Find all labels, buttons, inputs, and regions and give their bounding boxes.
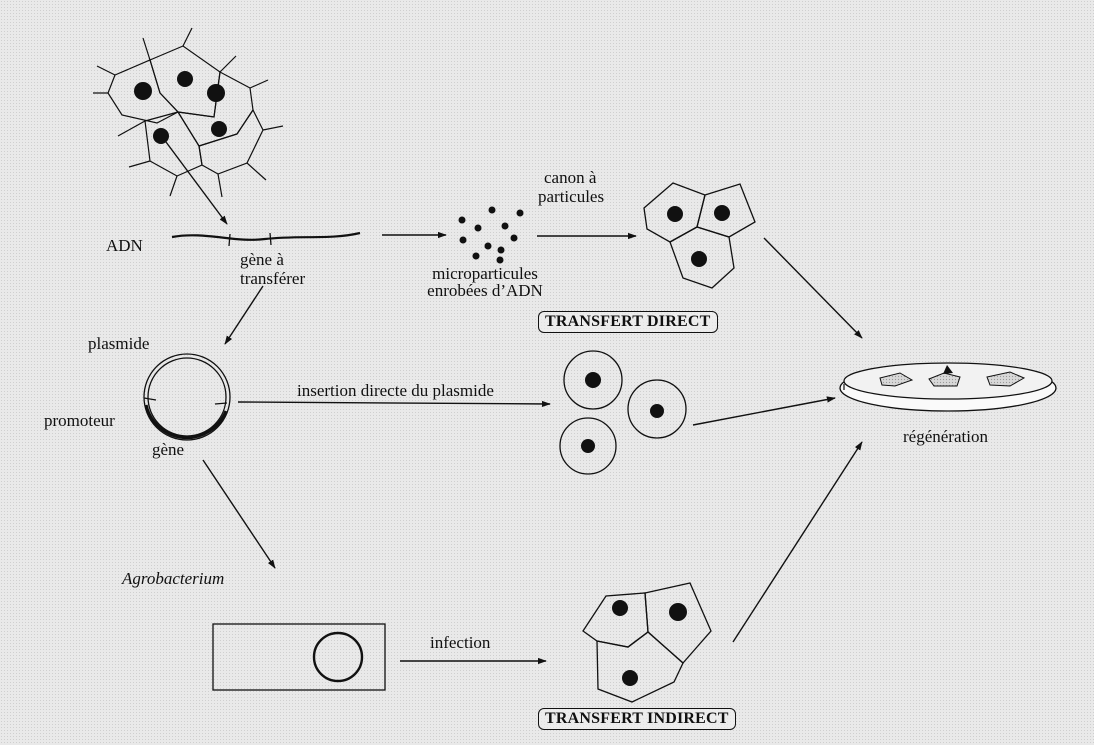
label-microparticles-line2: enrobées d’ADN <box>427 281 543 300</box>
arrow-tissue-to-dna <box>165 141 228 225</box>
plant-tissue <box>93 27 284 198</box>
label-gene-to-transfer-line1: gène à <box>240 250 284 269</box>
arrow-plasmid-to-protoplasts <box>237 400 551 408</box>
protoplast-nuclei <box>581 372 664 453</box>
label-particle-gun: canon à particules <box>538 168 604 206</box>
banner-transfert-indirect: TRANSFERT INDIRECT <box>538 708 736 730</box>
indirect-cell-nuclei <box>612 600 687 686</box>
label-particle-gun-line2: particules <box>538 187 605 206</box>
direct-cell-nuclei <box>667 205 730 267</box>
flow-arrows <box>165 141 863 665</box>
label-agrobacterium: Agrobacterium <box>122 569 225 588</box>
protoplasts <box>559 350 687 475</box>
label-plasmide: plasmide <box>88 334 150 353</box>
label-promoteur: promoteur <box>44 411 115 430</box>
microparticles <box>458 206 524 264</box>
label-microparticles: microparticules enrobées d’ADN <box>410 265 560 299</box>
petri-dish <box>839 362 1057 412</box>
label-insertion-directe: insertion directe du plasmide <box>297 381 494 400</box>
label-gene-to-transfer-line2: transférer <box>240 269 306 288</box>
direct-cells <box>643 182 756 289</box>
label-adn: ADN <box>106 236 143 255</box>
label-regeneration: régénération <box>903 427 988 446</box>
label-infection: infection <box>430 633 491 652</box>
label-particle-gun-line1: canon à <box>544 168 597 187</box>
arrow-plasmid-to-agrobacterium <box>202 459 276 569</box>
indirect-cells <box>582 582 712 703</box>
label-microparticles-line1: microparticules <box>432 264 538 283</box>
arrow-gene-to-plasmid <box>224 285 264 345</box>
gene-marker <box>228 232 272 247</box>
tissue-nuclei <box>134 71 227 144</box>
dna-strand <box>171 231 361 241</box>
plasmid <box>143 353 231 441</box>
agrobacterium-cell <box>212 623 386 691</box>
banner-transfert-direct: TRANSFERT DIRECT <box>538 311 718 333</box>
arrow-protoplasts-to-dish <box>692 396 836 426</box>
label-gene: gène <box>152 440 185 459</box>
arrow-direct-to-dish <box>763 237 863 339</box>
arrow-indirect-to-dish <box>732 441 863 643</box>
label-gene-to-transfer: gène à transférer <box>240 250 305 288</box>
